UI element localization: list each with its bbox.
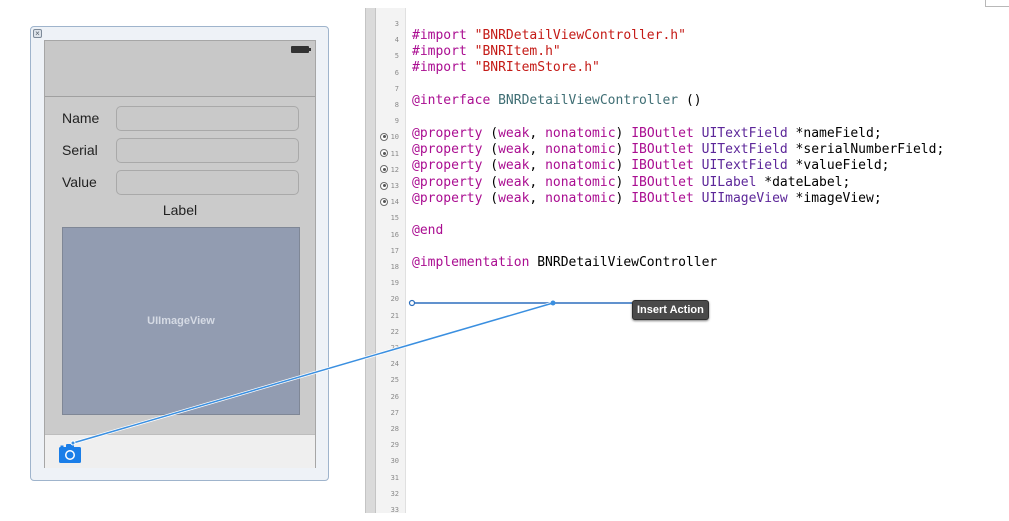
line-number: 7 (394, 84, 399, 93)
camera-icon[interactable] (59, 443, 81, 463)
line-number: 3 (394, 20, 399, 28)
property-line: @property (weak, nonatomic) IBOutlet UIT… (412, 158, 890, 174)
line-number: 6 (394, 68, 399, 77)
line-number: 12 (390, 165, 399, 174)
serial-field[interactable] (116, 138, 299, 163)
line-number: 32 (390, 489, 399, 498)
editor-separator[interactable] (365, 8, 376, 513)
line-number: 31 (390, 473, 399, 482)
line-number: 28 (390, 425, 399, 433)
connection-start-marker (70, 440, 76, 446)
line-number: 18 (390, 263, 399, 271)
property-line: @property (weak, nonatomic) IBOutlet UIT… (412, 142, 945, 158)
code-line-8: @interface BNRDetailViewController () (412, 93, 702, 108)
connection-end-marker (550, 300, 556, 306)
line-number: 17 (390, 246, 399, 255)
window-edge (985, 0, 1009, 7)
line-number: 9 (394, 117, 399, 126)
line-number: 24 (390, 360, 399, 369)
line-number: 5 (394, 52, 399, 61)
navigation-bar (45, 41, 315, 97)
line-number: 14 (390, 198, 399, 207)
property-line: @property (weak, nonatomic) IBOutlet UIL… (412, 174, 851, 190)
line-number: 29 (390, 441, 399, 450)
line-number: 25 (390, 376, 399, 385)
value-field[interactable] (116, 170, 299, 195)
line-number: 27 (390, 408, 399, 417)
name-label: Name (62, 110, 100, 126)
battery-icon (291, 46, 311, 53)
line-number: 26 (390, 392, 399, 401)
line-number: 11 (390, 149, 399, 158)
outlet-connection-icon[interactable] (380, 132, 388, 141)
detail-view-screen: Name Serial Value Label UIImageView (44, 40, 316, 468)
image-view-placeholder-text: UIImageView (147, 315, 215, 327)
line-number: 15 (390, 214, 399, 223)
line-number: 20 (390, 295, 399, 304)
image-view[interactable]: UIImageView (62, 227, 300, 415)
line-number: 19 (390, 279, 399, 288)
connection-drag-line[interactable] (72, 302, 554, 444)
line-number: 4 (394, 36, 399, 45)
outlet-connection-icon[interactable] (380, 165, 388, 174)
outlet-connection-icon[interactable] (380, 181, 388, 190)
line-number: 30 (390, 457, 399, 466)
code-line-6: #import "BNRItemStore.h" (412, 60, 600, 75)
line-number: 16 (390, 230, 399, 239)
date-label[interactable]: Label (162, 202, 198, 218)
line-number: 8 (394, 101, 399, 109)
code-line-5: #import "BNRItem.h" (412, 44, 561, 59)
outlet-connection-icon[interactable] (380, 149, 388, 158)
code-line-18: @implementation BNRDetailViewController (412, 255, 718, 270)
serial-label: Serial (62, 142, 98, 158)
close-scene-icon[interactable]: × (33, 29, 42, 38)
line-number: 22 (390, 327, 399, 336)
insertion-start-marker (408, 299, 416, 307)
toolbar (45, 434, 315, 468)
line-number: 21 (390, 311, 399, 320)
line-number: 13 (390, 182, 399, 190)
line-number-gutter: 3456789101112131415161718192021222324252… (376, 8, 406, 514)
property-line: @property (weak, nonatomic) IBOutlet UIT… (412, 126, 882, 141)
property-line: @property (weak, nonatomic) IBOutlet UII… (412, 190, 882, 206)
value-label: Value (62, 174, 97, 190)
outlet-connection-icon[interactable] (380, 197, 388, 206)
line-number: 10 (390, 133, 399, 142)
interface-builder-scene: × Name Serial Value Label UIImageView (30, 26, 329, 481)
code-line-4: #import "BNRDetailViewController.h" (412, 28, 686, 43)
name-field[interactable] (116, 106, 299, 131)
insert-action-tooltip: Insert Action (632, 300, 709, 320)
code-line-16: @end (412, 223, 444, 238)
line-number: 33 (390, 506, 399, 514)
